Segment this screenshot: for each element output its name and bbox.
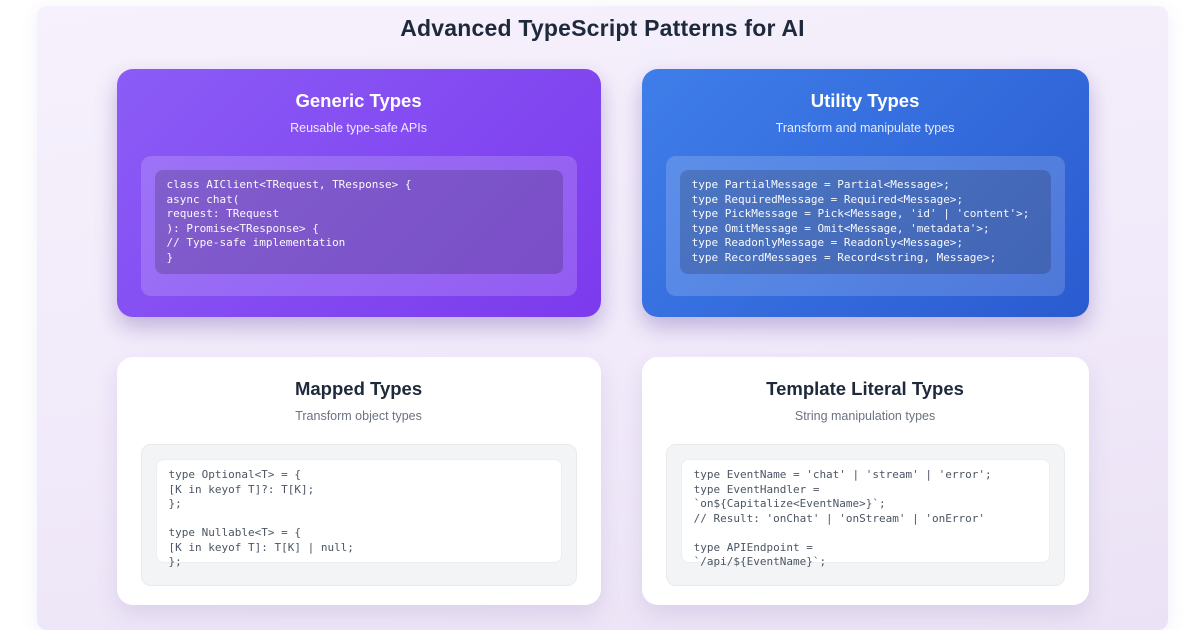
code-block: type EventName = 'chat' | 'stream' | 'er…: [680, 459, 1050, 568]
code-container: type Optional<T> = { [K in keyof T]?: T[…: [140, 444, 577, 586]
code-container: type EventName = 'chat' | 'stream' | 'er…: [665, 444, 1065, 586]
card-subtitle: Reusable type-safe APIs: [290, 121, 427, 135]
code-block: type PartialMessage = Partial<Message>; …: [679, 170, 1051, 274]
card-grid: Generic Types Reusable type-safe APIs cl…: [116, 69, 1089, 605]
code-container: class AIClient<TRequest, TResponse> { as…: [140, 156, 577, 296]
card-utility-types: Utility Types Transform and manipulate t…: [641, 69, 1089, 317]
card-title: Generic Types: [295, 90, 422, 111]
code-container: type PartialMessage = Partial<Message>; …: [665, 156, 1065, 296]
card-subtitle: Transform and manipulate types: [775, 121, 955, 135]
card-subtitle: Transform object types: [295, 409, 422, 423]
card-mapped-types: Mapped Types Transform object types type…: [116, 357, 601, 605]
card-subtitle: String manipulation types: [794, 409, 936, 423]
code-block: class AIClient<TRequest, TResponse> { as…: [154, 170, 563, 274]
card-title: Template Literal Types: [766, 378, 964, 399]
slide-canvas: Advanced TypeScript Patterns for AI Gene…: [37, 6, 1168, 630]
code-block: type Optional<T> = { [K in keyof T]?: T[…: [155, 459, 562, 568]
card-generic-types: Generic Types Reusable type-safe APIs cl…: [116, 69, 601, 317]
card-template-literal-types: Template Literal Types String manipulati…: [641, 357, 1089, 605]
page-title: Advanced TypeScript Patterns for AI: [400, 15, 805, 41]
card-title: Mapped Types: [294, 378, 423, 399]
card-title: Utility Types: [810, 90, 920, 111]
